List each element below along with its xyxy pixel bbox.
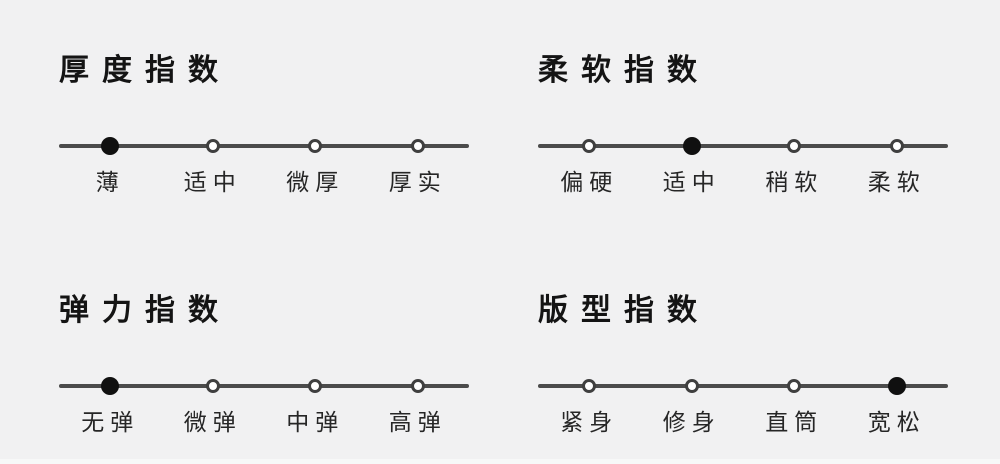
index-card-softness: 柔软指数 偏硬 适中 稍软 柔软 bbox=[538, 54, 948, 195]
scale-option-label: 无弹 bbox=[81, 409, 140, 435]
index-title: 版型指数 bbox=[538, 294, 710, 327]
scale-dot bbox=[787, 379, 802, 393]
scale-option-label: 适中 bbox=[183, 169, 242, 195]
scale-dot bbox=[308, 379, 323, 393]
scale-track bbox=[538, 144, 948, 148]
scale-dot bbox=[205, 139, 220, 153]
index-card-fit: 版型指数 紧身 修身 直筒 宽松 bbox=[538, 294, 948, 435]
scale-option-label: 厚实 bbox=[388, 169, 447, 195]
scale-dot bbox=[101, 137, 120, 155]
scale-option-label: 中弹 bbox=[286, 409, 345, 435]
scale-elasticity bbox=[59, 376, 469, 396]
scale-option-label: 薄 bbox=[95, 169, 125, 195]
scale-thickness bbox=[59, 136, 469, 156]
scale-dot bbox=[787, 139, 802, 153]
scale-option-label: 宽松 bbox=[867, 409, 926, 435]
scale-dot bbox=[410, 379, 425, 393]
scale-option-label: 微弹 bbox=[183, 409, 242, 435]
scale-dot bbox=[887, 377, 906, 395]
index-card-thickness: 厚度指数 薄 适中 微厚 厚实 bbox=[59, 54, 469, 195]
scale-option-label: 高弹 bbox=[388, 409, 447, 435]
scale-dot bbox=[205, 379, 220, 393]
scale-dot bbox=[101, 377, 120, 395]
scale-track bbox=[59, 144, 469, 148]
index-title: 厚度指数 bbox=[59, 54, 231, 87]
scale-dot bbox=[582, 139, 597, 153]
scale-softness bbox=[538, 136, 948, 156]
scale-dot bbox=[889, 139, 904, 153]
scale-dot bbox=[308, 139, 323, 153]
scale-option-label: 紧身 bbox=[560, 409, 619, 435]
scale-dot bbox=[684, 379, 699, 393]
scale-track bbox=[538, 384, 948, 388]
scale-option-label: 柔软 bbox=[867, 169, 926, 195]
bottom-edge bbox=[0, 459, 1000, 464]
scale-dot bbox=[582, 379, 597, 393]
scale-option-label: 修身 bbox=[662, 409, 721, 435]
scale-dot bbox=[410, 139, 425, 153]
scale-option-label: 直筒 bbox=[765, 409, 824, 435]
scale-option-label: 微厚 bbox=[286, 169, 345, 195]
scale-track bbox=[59, 384, 469, 388]
index-title: 柔软指数 bbox=[538, 54, 710, 87]
scale-option-label: 偏硬 bbox=[560, 169, 619, 195]
scale-option-label: 适中 bbox=[662, 169, 721, 195]
scale-dot bbox=[682, 137, 701, 155]
scale-option-label: 稍软 bbox=[765, 169, 824, 195]
index-title: 弹力指数 bbox=[59, 294, 231, 327]
index-card-elasticity: 弹力指数 无弹 微弹 中弹 高弹 bbox=[59, 294, 469, 435]
scale-fit bbox=[538, 376, 948, 396]
